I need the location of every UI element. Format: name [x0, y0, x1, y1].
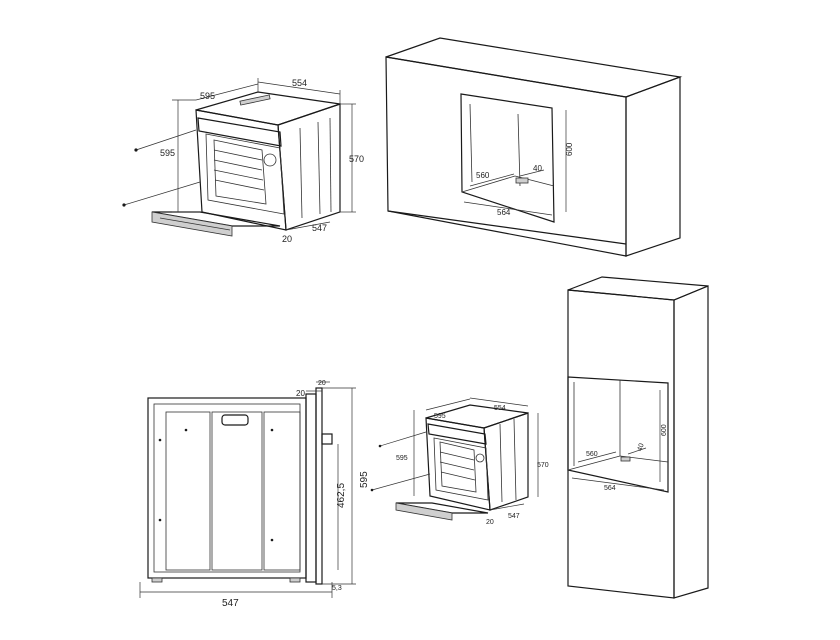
label-niche-depth-560-tall: 560 [586, 451, 598, 458]
label-depth-547-b: 547 [508, 513, 520, 520]
label-door-gap-20-b: 20 [486, 519, 494, 526]
label-niche-height-600: 600 [565, 142, 574, 156]
label-front-width-595: 595 [200, 91, 215, 101]
label-top-small-20: 20 [318, 380, 326, 387]
label-bottom-5-3: 5,3 [332, 585, 342, 592]
oven-isometric-top [122, 78, 356, 237]
label-vent-gap-40-tall: 40 [636, 442, 645, 452]
label-width-554-b: 554 [494, 405, 506, 412]
label-front-width-595-b: 595 [434, 413, 446, 420]
label-front-height-595-side: 595 [359, 471, 370, 488]
label-niche-width-564: 564 [497, 208, 511, 217]
label-height-570-b: 570 [537, 462, 549, 469]
cabinet-under-counter [385, 37, 683, 257]
label-width-554: 554 [292, 78, 307, 88]
oven-side-view [139, 381, 356, 598]
label-front-height-595-b: 595 [396, 455, 408, 462]
label-height-570: 570 [349, 154, 364, 164]
label-niche-width-564-tall: 564 [604, 485, 616, 492]
label-depth-547: 547 [312, 223, 327, 233]
label-top-offset-20: 20 [296, 389, 305, 398]
label-vent-gap-40: 40 [533, 164, 542, 173]
label-inner-height-462-5: 462,5 [336, 483, 347, 508]
label-niche-height-600-tall: 600 [661, 424, 668, 436]
oven-isometric-bottom [370, 397, 539, 521]
label-front-height-595: 595 [160, 148, 175, 158]
cabinet-tall [567, 276, 709, 599]
label-niche-depth-560: 560 [476, 171, 490, 180]
label-door-gap-20: 20 [282, 234, 292, 244]
label-depth-547-side: 547 [222, 598, 239, 609]
